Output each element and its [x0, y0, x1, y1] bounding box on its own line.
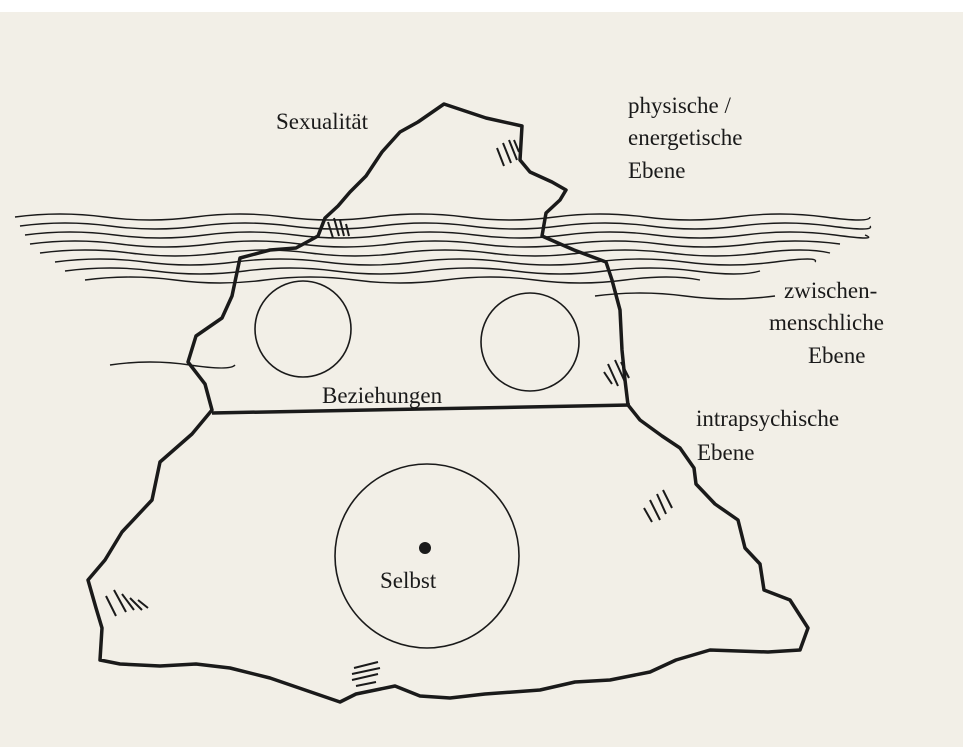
- person-circle-right: [481, 293, 579, 391]
- label-physische-line2: energetische: [628, 124, 743, 151]
- person-circle-left: [255, 281, 351, 377]
- label-zwischen-line2: menschliche: [769, 309, 884, 336]
- label-intra-line1: intrapsychische: [696, 405, 839, 432]
- label-zwischen-line3: Ebene: [808, 342, 865, 369]
- label-beziehungen: Beziehungen: [322, 382, 442, 409]
- label-physische-line1: physische /: [628, 92, 731, 119]
- label-selbst: Selbst: [380, 567, 436, 594]
- label-sexualitaet: Sexualität: [276, 108, 368, 135]
- water-waves: [15, 214, 871, 368]
- hatch-marks: [106, 140, 672, 686]
- label-intra-line2: Ebene: [697, 439, 754, 466]
- iceberg-outline: [88, 104, 808, 702]
- label-zwischen-line1: zwischen-: [784, 277, 877, 304]
- label-physische-line3: Ebene: [628, 157, 685, 184]
- self-circle: [335, 464, 519, 648]
- self-center-dot: [419, 542, 431, 554]
